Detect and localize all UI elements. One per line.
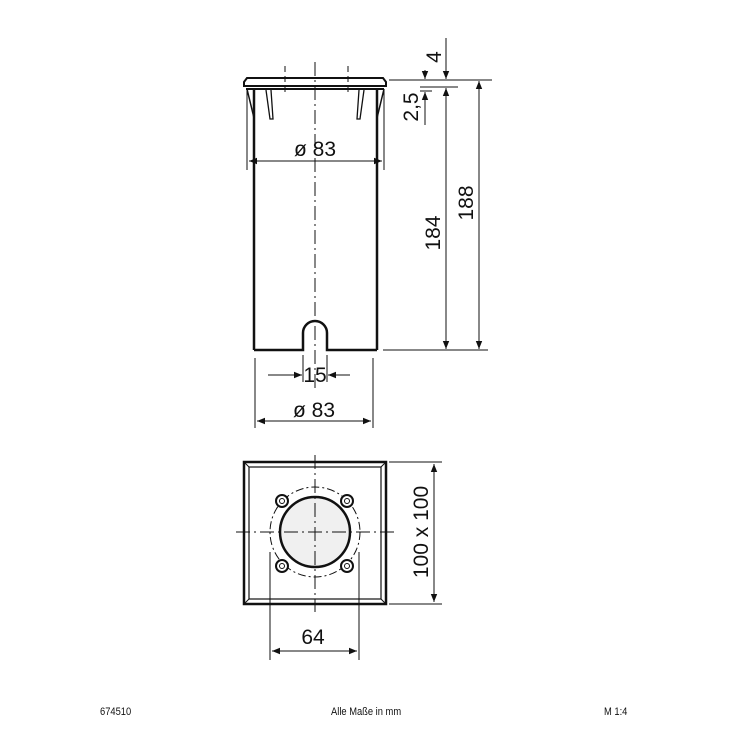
dim-square-size: 100 x 100 xyxy=(410,486,433,578)
screw-top-left xyxy=(275,494,289,508)
side-view xyxy=(243,38,492,428)
article-number: 674510 xyxy=(100,706,132,718)
screw-bottom-right xyxy=(340,559,354,573)
dim-hole-spacing: 64 xyxy=(301,626,325,649)
units-note: Alle Maße in mm xyxy=(331,706,402,718)
spring-clip-left xyxy=(265,89,274,120)
top-view xyxy=(236,455,442,660)
dim-bottom-diameter: ø 83 xyxy=(293,399,335,422)
screw-bottom-left xyxy=(275,559,289,573)
scale-label: M 1:4 xyxy=(604,706,628,718)
screw-top-right xyxy=(340,494,354,508)
dim-gap-height: 2,5 xyxy=(400,92,423,121)
dim-total-height: 188 xyxy=(455,185,478,220)
dim-notch-width: 15 xyxy=(303,364,326,387)
dim-body-height: 184 xyxy=(422,215,445,250)
dim-top-diameter: ø 83 xyxy=(294,138,336,161)
spring-clip-right xyxy=(356,89,365,120)
dim-flange-height: 4 xyxy=(423,51,446,63)
